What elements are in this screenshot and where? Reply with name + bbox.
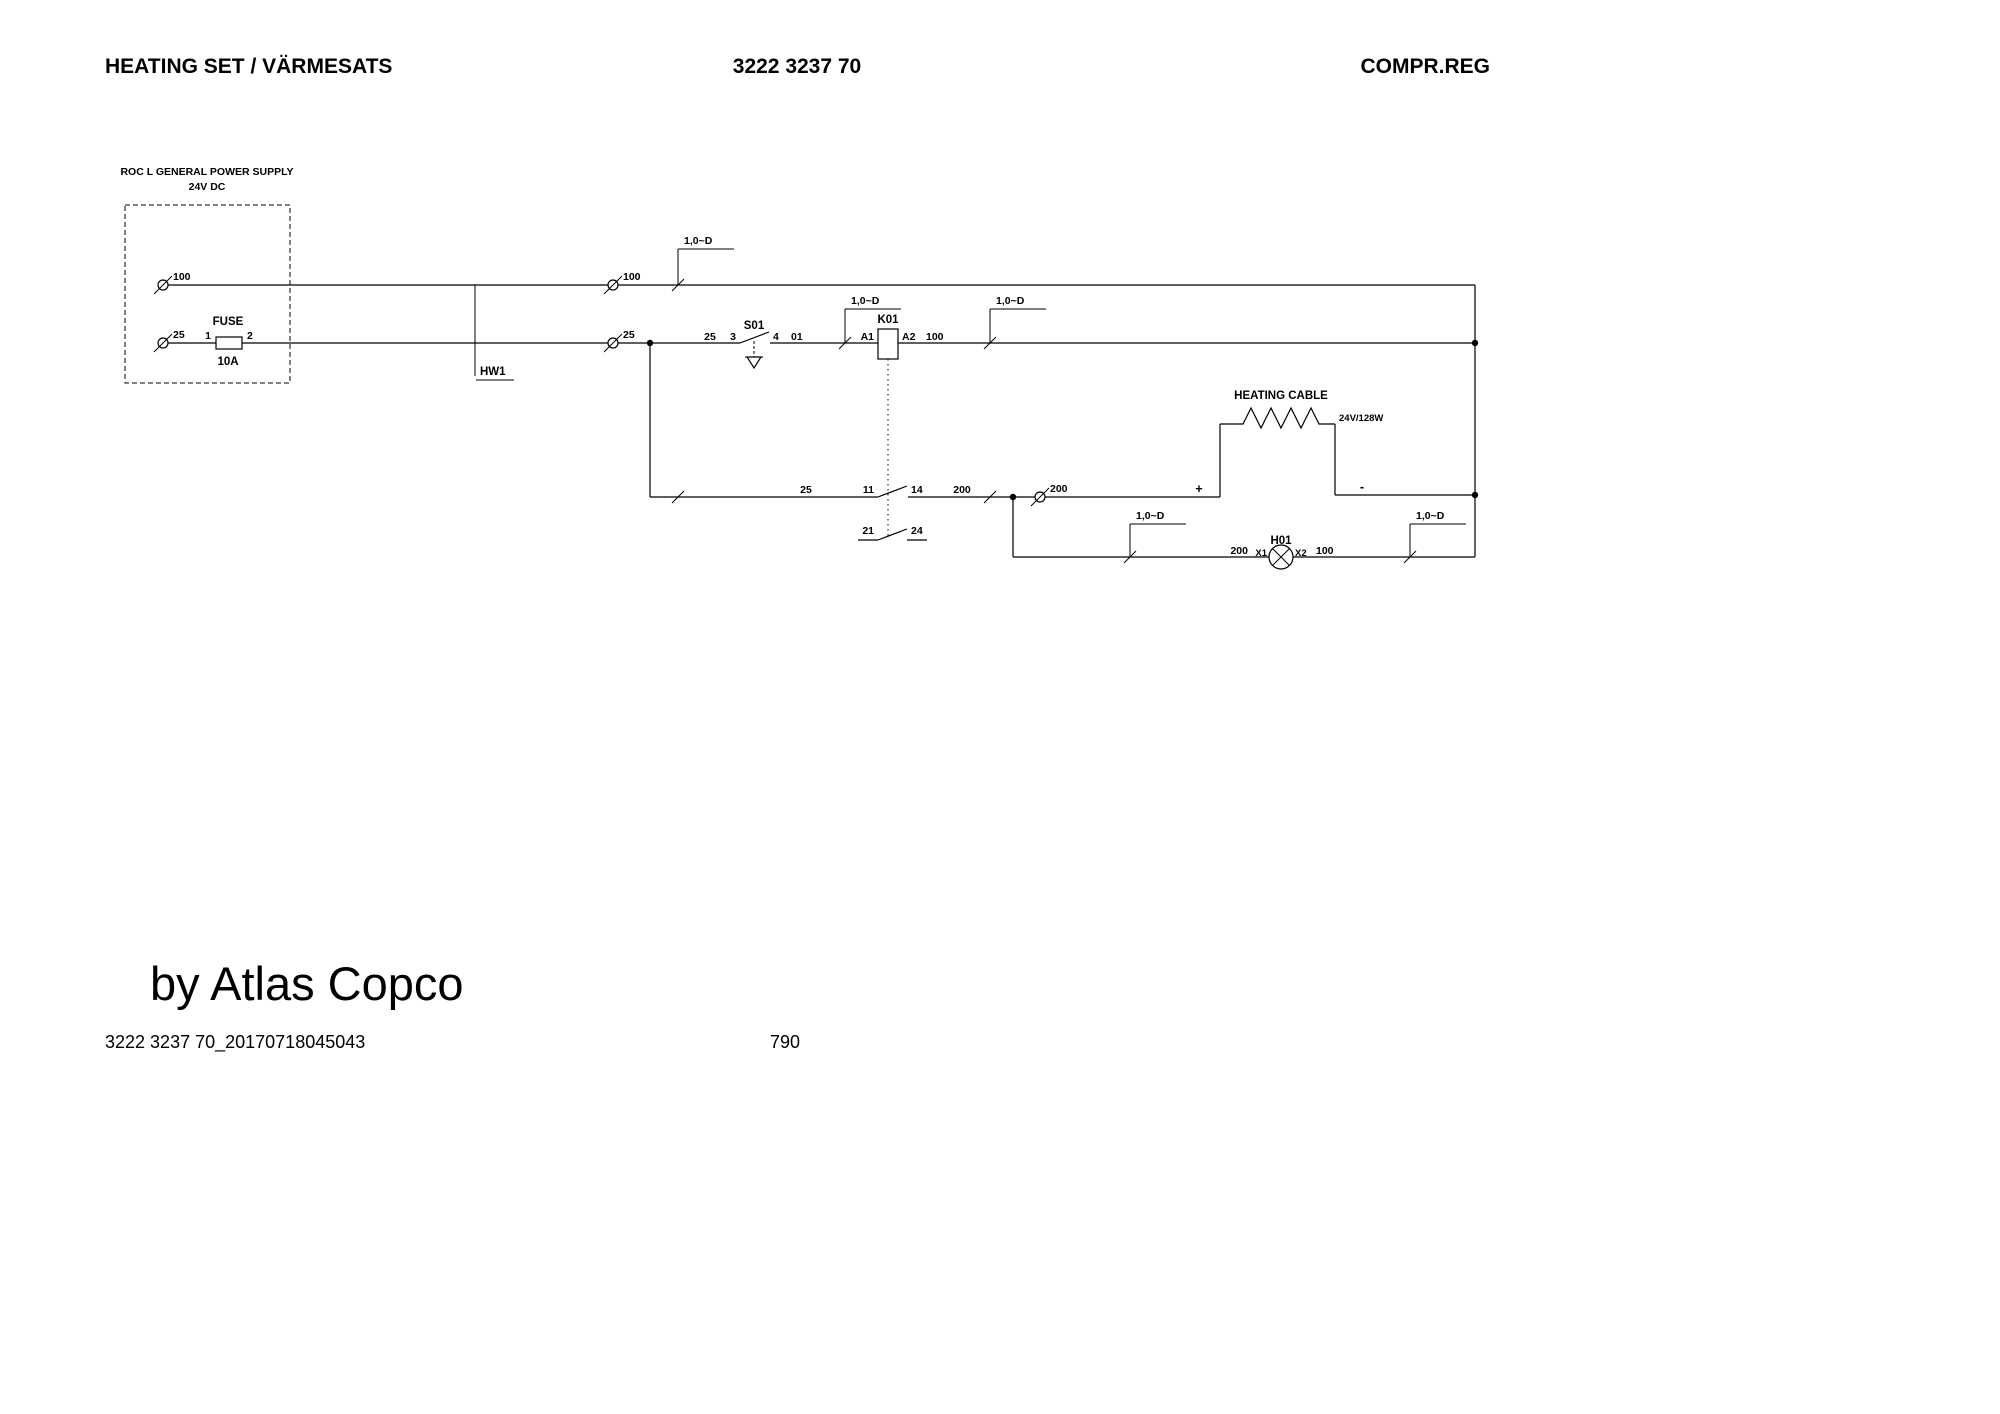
lamp-pin-x1: X1 xyxy=(1255,548,1267,559)
heating-element-zigzag xyxy=(1220,406,1335,430)
wire-mark-slash-icon xyxy=(671,490,685,504)
wire-flag-1: 1,0~D xyxy=(671,235,734,292)
contact-blade xyxy=(877,485,908,498)
document-number: 3222 3237 70 xyxy=(733,55,861,78)
wire-flag-label: 1,0~D xyxy=(851,295,880,307)
contact-pin-21: 21 xyxy=(862,525,874,537)
wire-mark-slash-icon xyxy=(983,490,997,504)
switch-name: S01 xyxy=(744,320,765,332)
brand-text: by Atlas Copco xyxy=(150,957,464,1010)
wire-flags: 1,0~D 1,0~D 1,0~D 1,0~D 1,0~D xyxy=(671,235,1466,564)
power-supply-name: ROC L GENERAL POWER SUPPLY xyxy=(120,166,293,178)
wire-flag-label: 1,0~D xyxy=(1136,510,1165,522)
wire-flag-4: 1,0~D xyxy=(1123,510,1186,564)
fuse-f1: FUSE 1 2 10A xyxy=(205,316,253,368)
heating-cable-rating: 24V/128W xyxy=(1339,413,1383,424)
terminal-100-mid: 100 xyxy=(603,271,641,295)
relay-name: K01 xyxy=(877,314,899,326)
fuse-rating: 10A xyxy=(217,356,238,368)
net-label-100: 100 xyxy=(1316,545,1334,557)
junction-dot xyxy=(1471,339,1479,347)
switch-pin-3: 3 xyxy=(730,331,736,343)
net-label-200: 200 xyxy=(1230,545,1248,557)
fuse-label: FUSE xyxy=(213,316,244,328)
terminal-200: 200 xyxy=(1030,483,1068,507)
terminal-25-supply: 25 xyxy=(153,329,185,353)
section-label: COMPR.REG xyxy=(1360,55,1490,78)
contact-pin-14: 14 xyxy=(911,484,923,496)
terminal-slash-icon xyxy=(603,333,623,353)
wire-flag-2: 1,0~D xyxy=(838,295,901,350)
terminal-slash-icon xyxy=(603,275,623,295)
terminal-slash-icon xyxy=(153,333,173,353)
heating-cable-name: HEATING CABLE xyxy=(1234,390,1328,402)
wire-flag-label: 1,0~D xyxy=(996,295,1025,307)
relay-k01: K01 A1 A2 100 25 11 14 200 21 24 xyxy=(800,314,971,541)
cable-marker-hw1: HW1 xyxy=(474,285,514,381)
net-label-01: 01 xyxy=(791,331,803,343)
page-footer: by Atlas Copco 3222 3237 70_201707180450… xyxy=(105,957,800,1053)
wire-flag-5: 1,0~D xyxy=(1403,510,1466,564)
coil-pin-a1: A1 xyxy=(861,331,875,343)
terminal-label: 25 xyxy=(173,329,185,341)
fuse-pin-2: 2 xyxy=(247,330,253,342)
terminal-label: 25 xyxy=(623,329,635,341)
lamp-cross-icon xyxy=(1272,548,1290,566)
terminal-slash-icon xyxy=(1030,487,1050,507)
net-label-100: 100 xyxy=(926,331,944,343)
junction-dot xyxy=(1009,493,1017,501)
terminal-100-supply: 100 xyxy=(153,271,191,295)
power-supply-block: ROC L GENERAL POWER SUPPLY 24V DC 100 25… xyxy=(120,166,294,384)
lamp-h01: H01 200 X1 X2 100 xyxy=(1230,535,1334,570)
power-supply-voltage: 24V DC xyxy=(189,181,226,193)
fuse-pin-1: 1 xyxy=(205,330,211,342)
page-number: 790 xyxy=(770,1032,800,1052)
contact-pin-24: 24 xyxy=(911,525,923,537)
document-id: 3222 3237 70_20170718045043 xyxy=(105,1032,365,1053)
power-supply-boundary xyxy=(124,204,291,384)
lamp-pin-x2: X2 xyxy=(1295,548,1307,559)
contact-pin-11: 11 xyxy=(863,484,874,496)
net-label-25: 25 xyxy=(704,331,716,343)
junction-dot xyxy=(646,339,654,347)
terminal-label: 200 xyxy=(1050,483,1068,495)
lamp-name: H01 xyxy=(1270,535,1292,547)
junction-dot xyxy=(1471,491,1479,499)
wire-network xyxy=(168,284,1479,558)
terminal-label: 100 xyxy=(623,271,641,283)
coil-pin-a2: A2 xyxy=(902,331,916,343)
net-label-25: 25 xyxy=(800,484,812,496)
polarity-minus-label: - xyxy=(1360,480,1364,494)
cable-marker-label: HW1 xyxy=(480,366,506,378)
net-label-200: 200 xyxy=(953,484,971,496)
polarity-plus-label: + xyxy=(1195,482,1202,496)
switch-blade xyxy=(739,331,770,344)
terminal-25-mid: 25 xyxy=(603,329,635,353)
switch-pin-4: 4 xyxy=(773,331,779,343)
wire-flag-3: 1,0~D xyxy=(983,295,1046,350)
heating-cable: HEATING CABLE 24V/128W + - xyxy=(1195,390,1383,496)
page-header: HEATING SET / VÄRMESATS 3222 3237 70 COM… xyxy=(105,55,1490,78)
terminal-label: 100 xyxy=(173,271,191,283)
wire-flag-label: 1,0~D xyxy=(684,235,713,247)
page-title: HEATING SET / VÄRMESATS xyxy=(105,55,392,78)
terminal-slash-icon xyxy=(153,275,173,295)
switch-s01: S01 25 3 4 01 xyxy=(704,320,803,370)
relay-coil-symbol xyxy=(877,328,899,360)
spare-contact-blade xyxy=(877,528,908,541)
actuator-lever-icon xyxy=(745,356,763,370)
wire-flag-label: 1,0~D xyxy=(1416,510,1445,522)
fuse-symbol xyxy=(215,336,243,350)
